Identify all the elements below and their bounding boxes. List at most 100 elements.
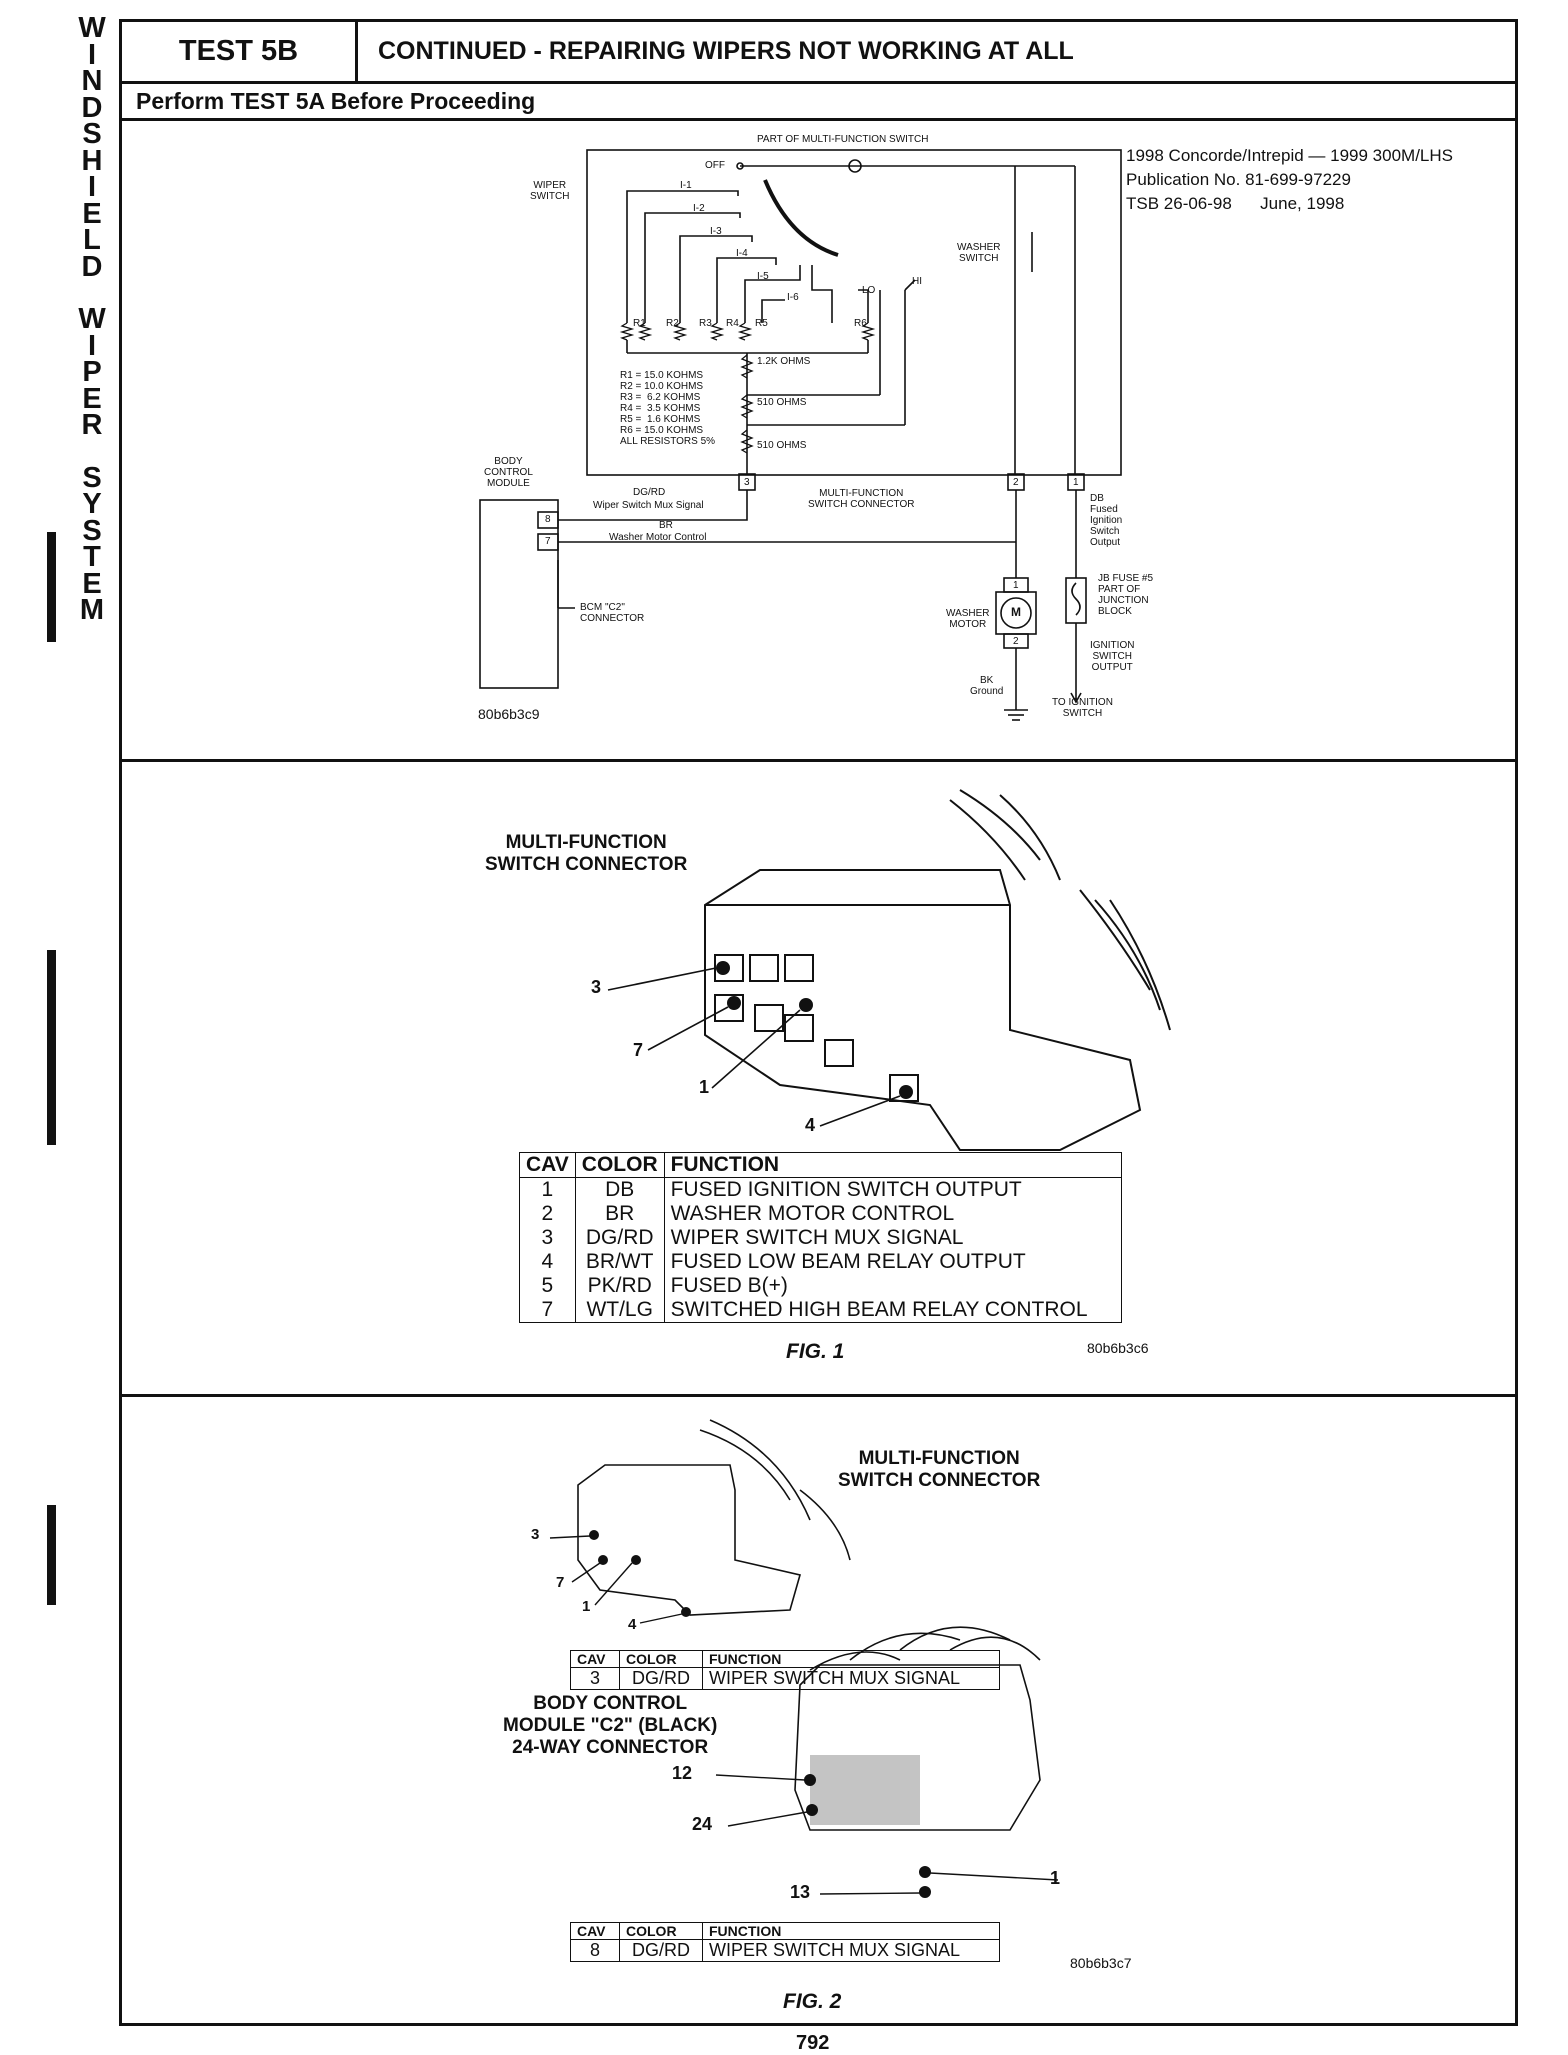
- test-header: TEST 5B CONTINUED - REPAIRING WIPERS NOT…: [122, 22, 1515, 84]
- fig1-label: FIG. 1: [786, 1340, 845, 1363]
- fig1-callout-7: 7: [633, 1040, 644, 1060]
- fig2-callout-1b: 1: [1050, 1868, 1061, 1888]
- side-letter: M: [79, 594, 105, 626]
- side-letter: W: [78, 303, 106, 335]
- cell: BR: [574, 1202, 665, 1226]
- test-subtitle: Perform TEST 5A Before Proceeding: [122, 84, 1515, 121]
- side-letter: S: [82, 514, 102, 547]
- fig2-callout-4: 4: [628, 1616, 637, 1633]
- resistor-r2: R2: [666, 318, 679, 329]
- to-ignition-label: TO IGNITION SWITCH: [1052, 697, 1113, 719]
- resistor-r4: R4: [726, 318, 739, 329]
- cell: 2: [519, 1202, 576, 1226]
- fig1-ref: 80b6b3c6: [1087, 1340, 1149, 1356]
- ignition-output-label: IGNITION SWITCH OUTPUT: [1090, 640, 1135, 673]
- cell: BR/WT: [574, 1250, 665, 1274]
- side-letter: I: [87, 171, 97, 203]
- off-label: OFF: [705, 160, 725, 171]
- washer-motor-label: WASHER MOTOR: [946, 608, 990, 630]
- change-bar: [47, 950, 56, 1145]
- col-color: COLOR: [619, 1922, 703, 1940]
- cell: 7: [519, 1298, 576, 1323]
- col-color: COLOR: [574, 1152, 665, 1178]
- r-value-2: 510 OHMS: [757, 397, 807, 408]
- fig2-callout-1: 1: [582, 1598, 591, 1615]
- wiper-switch-label: WIPER SWITCH: [530, 180, 570, 202]
- section-divider: [122, 759, 1515, 762]
- legend-line: R4 = 3.5 KOHMS: [620, 403, 701, 414]
- col-function: FUNCTION: [702, 1650, 1000, 1668]
- col-function: FUNCTION: [663, 1152, 1123, 1178]
- legend-line: R5 = 1.6 KOHMS: [620, 414, 701, 425]
- fig2-label: FIG. 2: [783, 1990, 842, 2013]
- pos-hi: HI: [912, 276, 922, 287]
- pos-i2: I-2: [693, 203, 705, 214]
- cell: WASHER MOTOR CONTROL: [663, 1202, 1123, 1226]
- cell: WT/LG: [574, 1298, 665, 1323]
- motor-pin-2: 2: [1013, 636, 1019, 647]
- wire2-desc: Washer Motor Control: [609, 532, 707, 543]
- cell: DB: [574, 1177, 665, 1202]
- fig2-bcm-title: BODY CONTROL MODULE "C2" (BLACK) 24-WAY …: [503, 1693, 718, 1758]
- cell: 4: [519, 1250, 576, 1274]
- legend-line: R2 = 10.0 KOHMS: [620, 381, 704, 392]
- col-cav: CAV: [570, 1922, 620, 1940]
- section-divider: [122, 1394, 1515, 1397]
- db-fused-label: DB Fused Ignition Switch Output: [1090, 493, 1123, 548]
- fig1-title: MULTI-FUNCTION SWITCH CONNECTOR: [485, 832, 688, 875]
- side-letter: I: [87, 329, 97, 362]
- side-letter: I: [87, 38, 97, 71]
- pos-i5: I-5: [757, 271, 769, 282]
- fig1-callout-1: 1: [699, 1077, 710, 1097]
- side-letter: R: [81, 409, 103, 441]
- resistor-r1: R1: [633, 318, 646, 329]
- note-line: TSB 26-06-98 June, 1998: [1126, 194, 1345, 213]
- cell: WIPER SWITCH MUX SIGNAL: [702, 1939, 1000, 1962]
- fig1-callout-4: 4: [805, 1115, 816, 1135]
- fig2-callout-3: 3: [531, 1526, 540, 1543]
- fig2-mfs-title: MULTI-FUNCTION SWITCH CONNECTOR: [838, 1448, 1041, 1491]
- pos-i6: I-6: [787, 292, 799, 303]
- test-label: TEST 5B: [122, 22, 358, 81]
- r-value-3: 510 OHMS: [757, 440, 807, 451]
- pos-i1: I-1: [680, 180, 692, 191]
- cell: WIPER SWITCH MUX SIGNAL: [663, 1226, 1123, 1250]
- cell: DG/RD: [619, 1667, 703, 1690]
- part-of-mfs-label: PART OF MULTI-FUNCTION SWITCH: [757, 134, 929, 145]
- bcm-pin-8: 8: [545, 514, 551, 525]
- side-letter: E: [82, 197, 102, 230]
- cell: 8: [570, 1939, 620, 1962]
- side-letter: E: [82, 382, 102, 415]
- motor-pin-1: 1: [1013, 580, 1019, 591]
- cell: FUSED IGNITION SWITCH OUTPUT: [663, 1177, 1123, 1202]
- cell: 1: [519, 1177, 576, 1202]
- fig2-callout-13: 13: [790, 1882, 811, 1902]
- fig2-callout-7: 7: [556, 1574, 565, 1591]
- conn-pin-2: 2: [1013, 477, 1019, 488]
- conn-pin-3: 3: [744, 477, 750, 488]
- bcm-pin-7: 7: [545, 536, 551, 547]
- side-letter: D: [81, 250, 103, 283]
- washer-switch-label: WASHER SWITCH: [957, 242, 1001, 264]
- cell: SWITCHED HIGH BEAM RELAY CONTROL: [663, 1298, 1123, 1323]
- pos-lo: LO: [862, 285, 876, 296]
- side-letter: L: [83, 224, 101, 256]
- fig2-callout-12: 12: [672, 1763, 693, 1783]
- resistor-r3: R3: [699, 318, 712, 329]
- side-letter: N: [81, 65, 103, 97]
- r-value-1: 1.2K OHMS: [757, 356, 811, 367]
- cell: FUSED LOW BEAM RELAY OUTPUT: [663, 1250, 1123, 1274]
- wire1-color: DG/RD: [633, 487, 666, 498]
- side-letter: H: [81, 144, 103, 177]
- resistor-r5: R5: [755, 318, 768, 329]
